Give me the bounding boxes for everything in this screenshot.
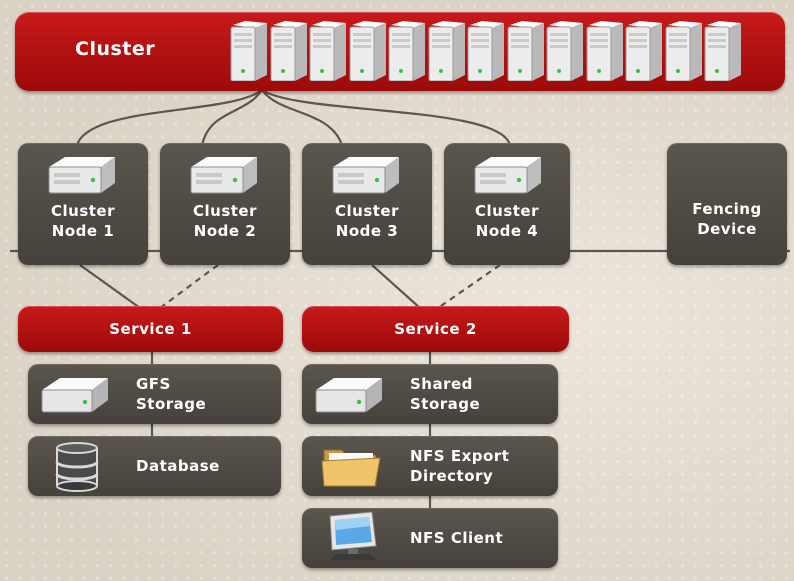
rack-server-icon [227,21,267,85]
rack-server-icon [662,21,702,85]
shared-storage: Shared Storage [302,364,558,424]
item-label-line2: Directory [410,467,494,485]
fencing-label-line1: Fencing [692,200,762,218]
item-label-line1: NFS Export [410,447,510,465]
node-label-line2: Node 1 [51,222,115,240]
rack-server-icon [346,21,386,85]
service-2-label: Service 2 [394,320,477,338]
gfs-storage: GFS Storage [28,364,281,424]
link-node1-service1 [79,264,141,309]
server-icon [45,153,119,201]
server-icon [187,153,261,201]
node-label-line1: Cluster [51,202,115,220]
server-icon [329,153,403,201]
rack-server-icon [385,21,425,85]
item-label-line2: Storage [410,395,481,413]
node-label-line1: Cluster [475,202,539,220]
folder-icon [320,442,382,494]
database-icon [53,440,101,496]
rack-server-icon [267,21,307,85]
node-label-line2: Node 4 [475,222,539,240]
link-node3-service2 [371,264,421,309]
item-label-line1: Shared [410,375,473,393]
cluster-label: Cluster [75,38,156,60]
monitor-icon [320,510,380,568]
item-label-line1: GFS [136,375,171,393]
item-label-line2: Storage [136,395,207,413]
service-1-bar: Service 1 [18,306,283,352]
server-icon [471,153,545,201]
item-label-line1: NFS Client [410,529,504,547]
rack-server-icon [543,21,583,85]
storage-drive-icon [314,374,384,420]
failover-node2-service1 [159,264,219,309]
fencing-device: Fencing Device [667,143,787,265]
service-2-bar: Service 2 [302,306,569,352]
rack-server-icon [701,21,741,85]
rack-server-icon [622,21,662,85]
link-cluster-node3 [261,89,344,146]
failover-node4-service2 [437,264,501,309]
node-label-line1: Cluster [193,202,257,220]
service-1-label: Service 1 [109,320,192,338]
storage-drive-icon [40,374,110,420]
rack-server-icon [425,21,465,85]
link-cluster-node1 [75,89,263,146]
rack-server-icon [306,21,346,85]
item-label-line1: Database [136,457,220,475]
link-cluster-node2 [200,89,263,146]
fencing-label-line2: Device [697,220,757,238]
node-label-line2: Node 2 [193,222,257,240]
rack-server-row [227,21,767,85]
nfs-client: NFS Client [302,508,558,568]
rack-server-icon [504,21,544,85]
rack-server-icon [464,21,504,85]
nfs-export-directory: NFS Export Directory [302,436,558,496]
node-label-line1: Cluster [335,202,399,220]
cluster-bar: Cluster [15,12,785,91]
database: Database [28,436,281,496]
rack-server-icon [583,21,623,85]
node-label-line2: Node 3 [335,222,399,240]
link-cluster-node4 [261,89,512,146]
